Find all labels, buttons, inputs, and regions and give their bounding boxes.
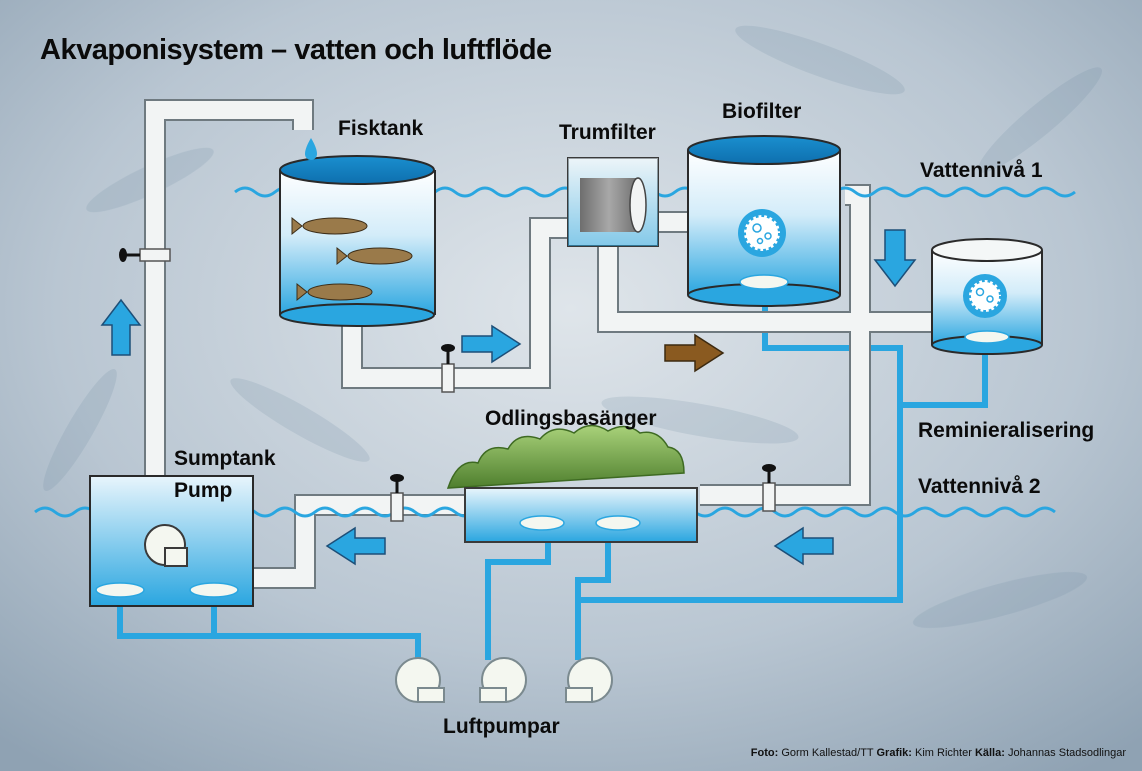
water-level-1-label: Vattennivå 1	[920, 159, 1043, 182]
bacteria-icon	[738, 209, 786, 257]
air-stone	[595, 515, 641, 531]
sump-tank-label: Sumptank	[174, 447, 276, 470]
valve-icon	[390, 474, 404, 522]
air-pumps-label: Luftpumpar	[443, 715, 560, 738]
air-stone	[95, 582, 145, 598]
flow-arrow-left	[773, 526, 834, 566]
remineralization-label: Reminieralisering	[918, 419, 1095, 442]
remineralization-tank	[931, 238, 1043, 355]
air-stone	[519, 515, 565, 531]
credit-kalla-value: Johannas Stadsodlingar	[1007, 747, 1126, 759]
fish-tank-label: Fisktank	[338, 117, 424, 140]
fish-icon	[336, 246, 413, 266]
air-stone	[964, 330, 1010, 344]
credit-grafik-label: Grafik:	[876, 747, 912, 759]
flow-arrow-left	[325, 526, 386, 566]
flow-arrows	[100, 229, 917, 566]
drum-filter	[567, 157, 659, 247]
fish-tank	[279, 155, 436, 327]
credit-foto-value: Gorm Kallestad/TT	[781, 747, 874, 759]
grow-bed	[446, 424, 698, 543]
pump-label: Pump	[174, 479, 233, 502]
credit-foto-label: Foto:	[750, 747, 779, 759]
sump-tank	[89, 475, 254, 607]
flow-arrow-right	[461, 324, 522, 364]
drum-filter-label: Trumfilter	[559, 121, 656, 144]
biofilter-label: Biofilter	[722, 100, 802, 123]
valve-icon	[119, 248, 171, 262]
air-stone	[739, 274, 789, 290]
air-pump-icon	[395, 657, 445, 703]
flow-arrow-down	[873, 229, 917, 288]
sludge-flow-arrow	[664, 333, 725, 373]
valve-icon	[762, 464, 776, 512]
fish-icon	[296, 282, 373, 302]
air-stone	[189, 582, 239, 598]
credits: Foto: Gorm Kallestad/TT Grafik: Kim Rich…	[751, 747, 1126, 759]
air-pump-icon	[479, 657, 527, 703]
fish-icon	[291, 216, 368, 236]
credit-grafik-value: Kim Richter	[915, 747, 972, 759]
air-pumps	[395, 657, 613, 703]
credit-kalla-label: Källa:	[974, 747, 1005, 759]
air-pump-icon	[565, 657, 613, 703]
water-drop-icon	[305, 138, 317, 160]
flow-arrow-up	[100, 298, 142, 356]
biofilter-tank	[687, 135, 841, 307]
water-level-2-label: Vattennivå 2	[918, 475, 1041, 498]
pipes	[144, 99, 935, 589]
grow-bed-label: Odlingsbasänger	[485, 407, 657, 430]
bacteria-icon	[963, 274, 1007, 318]
valve-icon	[441, 344, 455, 393]
page-title: Akvaponisystem – vatten och luftflöde	[40, 34, 552, 66]
